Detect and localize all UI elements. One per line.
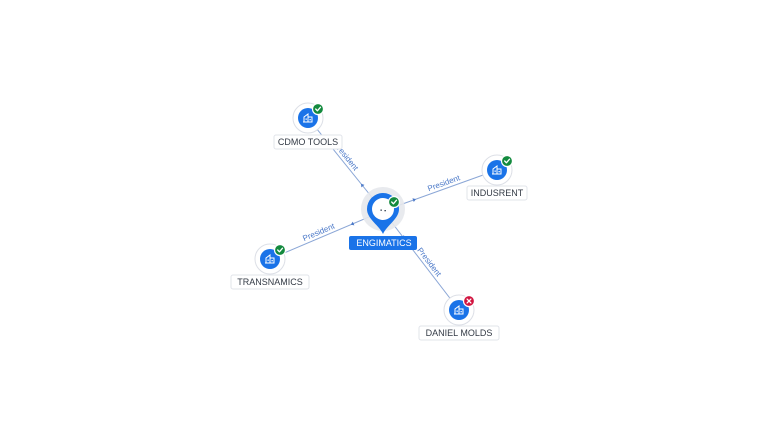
node-label[interactable]: DANIEL MOLDS [418,325,500,341]
node-label[interactable]: INDUSRENT [466,185,528,201]
verified-badge-icon [387,195,401,209]
center-node[interactable]: ENGIMATICS [349,187,417,250]
verified-badge-icon [500,154,514,168]
node-label[interactable]: CDMO TOOLS [273,134,343,150]
edge-relation-label: President [426,173,462,193]
verified-badge-icon [311,102,325,116]
edge-relation-label: President [415,246,443,279]
center-label-text: ENGIMATICS [356,238,411,248]
node-label-text: TRANSNAMICS [237,277,303,287]
center-label[interactable]: ENGIMATICS [349,236,417,250]
building-icon [265,254,275,264]
node-label[interactable]: TRANSNAMICS [230,274,310,290]
node-transnamics[interactable]: TRANSNAMICS [230,243,310,290]
node-label-text: CDMO TOOLS [278,137,338,147]
building-icon [378,204,388,214]
node-label-text: DANIEL MOLDS [426,328,493,338]
node-label-text: INDUSRENT [471,188,524,198]
node-indusrent[interactable]: INDUSRENT [466,154,528,201]
edge-arrow-icon [412,198,416,203]
building-icon [492,165,502,175]
nodes-layer: CDMO TOOLS INDUSRENT TRANSNAMICS DANIEL MOL… [230,102,528,341]
node-cdmo[interactable]: CDMO TOOLS [273,102,343,150]
node-daniel[interactable]: DANIEL MOLDS [418,294,500,341]
building-icon [454,305,464,315]
inactive-badge-icon [462,294,476,308]
edge-arrow-icon [350,221,355,226]
edge-arrow-icon [361,183,365,188]
verified-badge-icon [273,243,287,257]
edge-relation-label: President [301,221,336,243]
center-layer: ENGIMATICS [349,187,417,250]
building-icon [303,113,313,123]
